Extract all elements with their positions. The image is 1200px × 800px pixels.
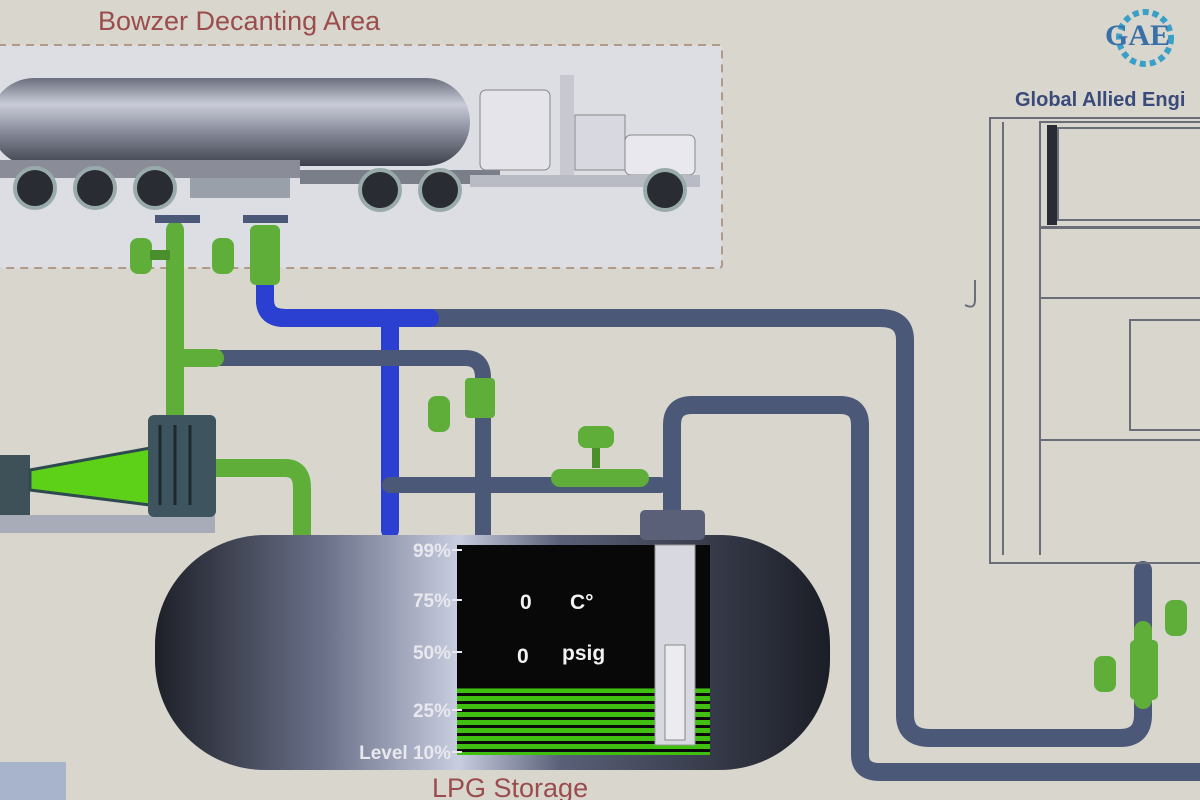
machine-panel <box>1047 125 1057 225</box>
level-tick-10: Level 10% <box>359 743 451 764</box>
level-tick-99: 99% <box>413 541 451 562</box>
pressure-bar <box>500 672 628 684</box>
valve-1[interactable] <box>130 215 200 274</box>
machine-drawing <box>964 117 1200 564</box>
valve-3[interactable] <box>428 378 495 432</box>
level-display: 99% 75% 50% 25% Level 10% 0 C° 0 psig <box>359 541 710 764</box>
company-name: Global Allied Engi <box>1015 89 1185 111</box>
level-tick-50: 50% <box>413 643 451 664</box>
valve-6[interactable] <box>1165 600 1187 636</box>
temperature-value: 0 <box>520 591 532 614</box>
area-title: Bowzer Decanting Area <box>98 6 381 36</box>
taskbar-button[interactable] <box>0 762 66 800</box>
level-tick-75: 75% <box>413 591 451 612</box>
tank-label: LPG Storage <box>432 773 588 800</box>
pressure-value: 0 <box>517 645 529 668</box>
valve-4[interactable] <box>578 426 614 468</box>
pressure-unit: psig <box>562 642 605 665</box>
valve-5[interactable] <box>1094 640 1158 700</box>
logo-text: GAE <box>1105 19 1170 52</box>
temperature-unit: C° <box>570 591 594 614</box>
level-tick-25: 25% <box>413 701 451 722</box>
valve-2[interactable] <box>212 215 288 285</box>
pump[interactable] <box>0 415 216 533</box>
company-logo: GAE <box>1105 9 1174 67</box>
gear-icon <box>1116 9 1174 67</box>
tanker-truck <box>0 75 700 212</box>
